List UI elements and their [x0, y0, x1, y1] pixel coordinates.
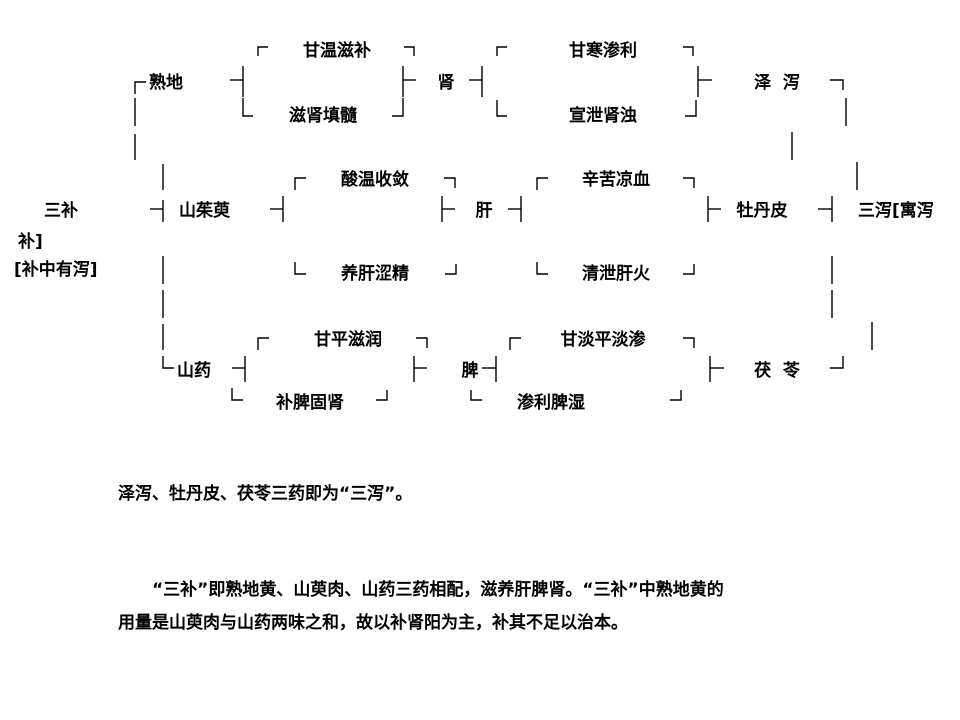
- tonify-effect-bottom: 养肝涩精: [340, 263, 409, 284]
- root-label: 三补: [44, 200, 78, 221]
- bracket-line: [231, 388, 243, 401]
- purge-effect-bottom: 宣泄肾浊: [569, 105, 637, 126]
- herb-label: 熟地: [149, 72, 183, 93]
- bracket-line: [376, 390, 388, 401]
- tonify-effect-bottom: 滋肾填髓: [289, 105, 358, 126]
- root-suffix: 补]: [17, 231, 43, 252]
- purge-effect-top: 辛苦凉血: [582, 169, 650, 190]
- bracket-line: [830, 356, 844, 369]
- tonify-effect-top: 甘平滋润: [314, 329, 382, 350]
- purge-effect-top: 甘淡平淡渗: [561, 329, 647, 350]
- bracket-line: [470, 390, 482, 401]
- bracket-line: [685, 100, 697, 117]
- bracket-line: [536, 177, 548, 190]
- bracket-line: [445, 264, 457, 275]
- bracket-line: [257, 337, 269, 350]
- bracket-line: [134, 81, 146, 94]
- note-paragraph: “三补”即熟地黄、山萸肉、山药三药相配，滋养肝脾肾。“三补”中熟地黄的用量是山萸…: [118, 580, 724, 633]
- bracket-line: [294, 262, 306, 275]
- bracket-line: [683, 177, 695, 188]
- bracket-line: [683, 337, 695, 348]
- organ-label: 脾: [462, 360, 479, 381]
- herb-label: 山药: [177, 360, 211, 381]
- bracket-line: [392, 98, 404, 117]
- purge-effect-bottom: 渗利脾湿: [517, 392, 585, 413]
- bracket-line: [496, 100, 507, 117]
- tonify-effect-top: 甘温滋补: [303, 40, 371, 61]
- herb-label: 山茱萸: [179, 200, 231, 221]
- bracket-line: [162, 356, 174, 369]
- purge-effect-top: 甘寒渗利: [569, 40, 637, 61]
- bracket-line: [496, 46, 507, 56]
- bracket-line: [536, 262, 548, 275]
- tonify-effect-bottom: 补脾固肾: [275, 392, 344, 413]
- tonify-effect-top: 酸温收敛: [341, 169, 409, 190]
- bracket-line: [509, 337, 521, 350]
- bracket-line: [242, 98, 253, 117]
- purge-effect-bottom: 清泄肝火: [582, 263, 651, 284]
- bracket-line: [683, 46, 694, 56]
- right-root-label: 三泻[寓泻: [858, 200, 934, 221]
- purge-herb-label: 牡丹皮: [737, 200, 788, 221]
- purge-herb-label: 泽 泻: [754, 72, 800, 93]
- root-note: [补中有泻]: [14, 259, 98, 280]
- herbal-formula-diagram: 甘温滋补 熟地 肾 甘寒渗利 泽 泻 滋肾填髓 宣泄肾浊 酸温收敛 辛苦凉血 三…: [14, 40, 934, 413]
- bracket-line: [444, 177, 456, 188]
- bracket-line: [257, 46, 268, 56]
- bracket-line: [830, 79, 844, 90]
- note-paragraph: 泽泻、牡丹皮、茯苓三药即为“三泻”。: [118, 484, 413, 504]
- organ-label: 肝: [476, 201, 493, 221]
- bracket-line: [683, 264, 695, 275]
- bracket-line: [294, 177, 306, 190]
- bracket-line: [670, 390, 682, 401]
- bracket-lines: [134, 46, 873, 401]
- organ-label: 肾: [438, 73, 455, 93]
- bracket-line: [404, 46, 415, 56]
- bracket-line: [416, 337, 428, 348]
- purge-herb-label: 茯 苓: [754, 360, 801, 381]
